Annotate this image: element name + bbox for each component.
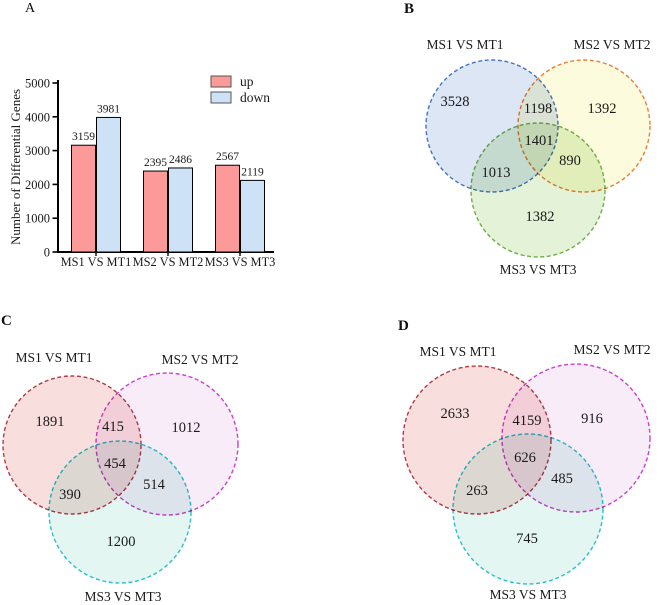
venn-c-count-i23: 514: [143, 477, 166, 493]
y-tick-label: 0: [44, 246, 50, 260]
venn-d-count-i23: 485: [551, 471, 573, 487]
venn-b-count-i13: 1013: [482, 165, 511, 181]
bar-up-ms3-vs-mt3: [215, 164, 240, 253]
venn-b-count-i123: 1401: [525, 133, 554, 149]
venn-b-count-only1: 3528: [441, 94, 470, 110]
venn-c-count-only2: 1012: [172, 420, 201, 436]
venn-c-set-label-2: MS2 VS MT2: [161, 352, 238, 367]
legend-label-up: up: [240, 74, 254, 89]
venn-b-count-only2: 1392: [588, 101, 617, 117]
x-category-label: MS3 VS MT3: [205, 255, 276, 269]
panel-letter-a: A: [25, 1, 36, 16]
venn-d-count-only3: 745: [516, 531, 538, 547]
x-category-label: MS1 VS MT1: [61, 255, 132, 269]
venn-d-count-i13: 263: [466, 483, 488, 499]
bar-value-label: 3159: [72, 131, 95, 143]
venn-b-count-only3: 1382: [526, 209, 555, 225]
venn-d-set-label-3: MS3 VS MT3: [489, 587, 566, 602]
venn-diagram-b: MS1 VS MT1 MS2 VS MT2 MS3 VS MT3 3528 11…: [425, 37, 651, 277]
venn-d-count-only1: 2633: [441, 406, 470, 422]
bar-value-label: 2567: [216, 151, 239, 163]
bar-value-label: 2119: [241, 166, 264, 178]
legend-swatch-up: [210, 75, 232, 88]
venn-c-count-i12: 415: [102, 419, 124, 435]
bar-down-ms2-vs-mt2: [168, 167, 193, 253]
bar-value-label: 2395: [144, 157, 167, 169]
venn-d-circle-ms3-vs-mt3: [452, 433, 604, 585]
y-tick-label: 3000: [25, 144, 50, 158]
bar-value-label: 3981: [97, 103, 120, 115]
legend-label-down: down: [240, 90, 270, 105]
venn-d-count-i12: 4159: [513, 413, 542, 429]
venn-c-count-i123: 454: [104, 456, 127, 472]
venn-c-circle-ms3-vs-mt3: [48, 440, 192, 584]
venn-d-set-label-2: MS2 VS MT2: [573, 342, 650, 357]
panel-letter-d: D: [398, 318, 409, 334]
panel-letter-c: C: [1, 313, 12, 329]
venn-d-set-label-1: MS1 VS MT1: [419, 344, 496, 359]
venn-b-circle-ms3-vs-mt3: [470, 122, 606, 258]
bar-down-ms1-vs-mt1: [96, 116, 121, 253]
venn-b-set-label-3: MS3 VS MT3: [499, 262, 576, 277]
venn-b-count-i12: 1198: [524, 101, 552, 117]
venn-b-set-label-1: MS1 VS MT1: [426, 37, 503, 52]
venn-c-set-label-1: MS1 VS MT1: [15, 350, 92, 365]
venn-c-count-i13: 390: [59, 487, 81, 503]
legend-swatch-down: [210, 91, 232, 104]
x-category-label: MS2 VS MT2: [133, 255, 204, 269]
bar-up-ms1-vs-mt1: [71, 144, 96, 253]
bar-down-ms3-vs-mt3: [240, 179, 265, 253]
venn-c-count-only3: 1200: [107, 534, 136, 550]
venn-diagram-c: MS1 VS MT1 MS2 VS MT2 MS3 VS MT3 1891 41…: [2, 350, 239, 604]
bar-value-label: 2486: [169, 154, 192, 166]
y-tick-label: 5000: [25, 77, 50, 91]
venn-d-count-only2: 916: [581, 411, 603, 427]
venn-d-count-i123: 626: [514, 450, 536, 466]
venn-c-count-only1: 1891: [36, 414, 65, 430]
bar-up-ms2-vs-mt2: [143, 170, 168, 253]
venn-c-set-label-3: MS3 VS MT3: [84, 589, 161, 604]
panel-letter-b: B: [404, 1, 415, 17]
y-tick-label: 2000: [25, 178, 50, 192]
venn-b-set-label-2: MS2 VS MT2: [573, 37, 650, 52]
y-tick-label: 1000: [25, 212, 50, 226]
venn-diagram-d: MS1 VS MT1 MS2 VS MT2 MS3 VS MT3 2633 41…: [402, 342, 651, 602]
y-axis-title: Number of Differential Genes: [8, 89, 23, 245]
y-tick-label: 4000: [25, 110, 50, 124]
venn-b-count-i23: 890: [559, 153, 581, 169]
